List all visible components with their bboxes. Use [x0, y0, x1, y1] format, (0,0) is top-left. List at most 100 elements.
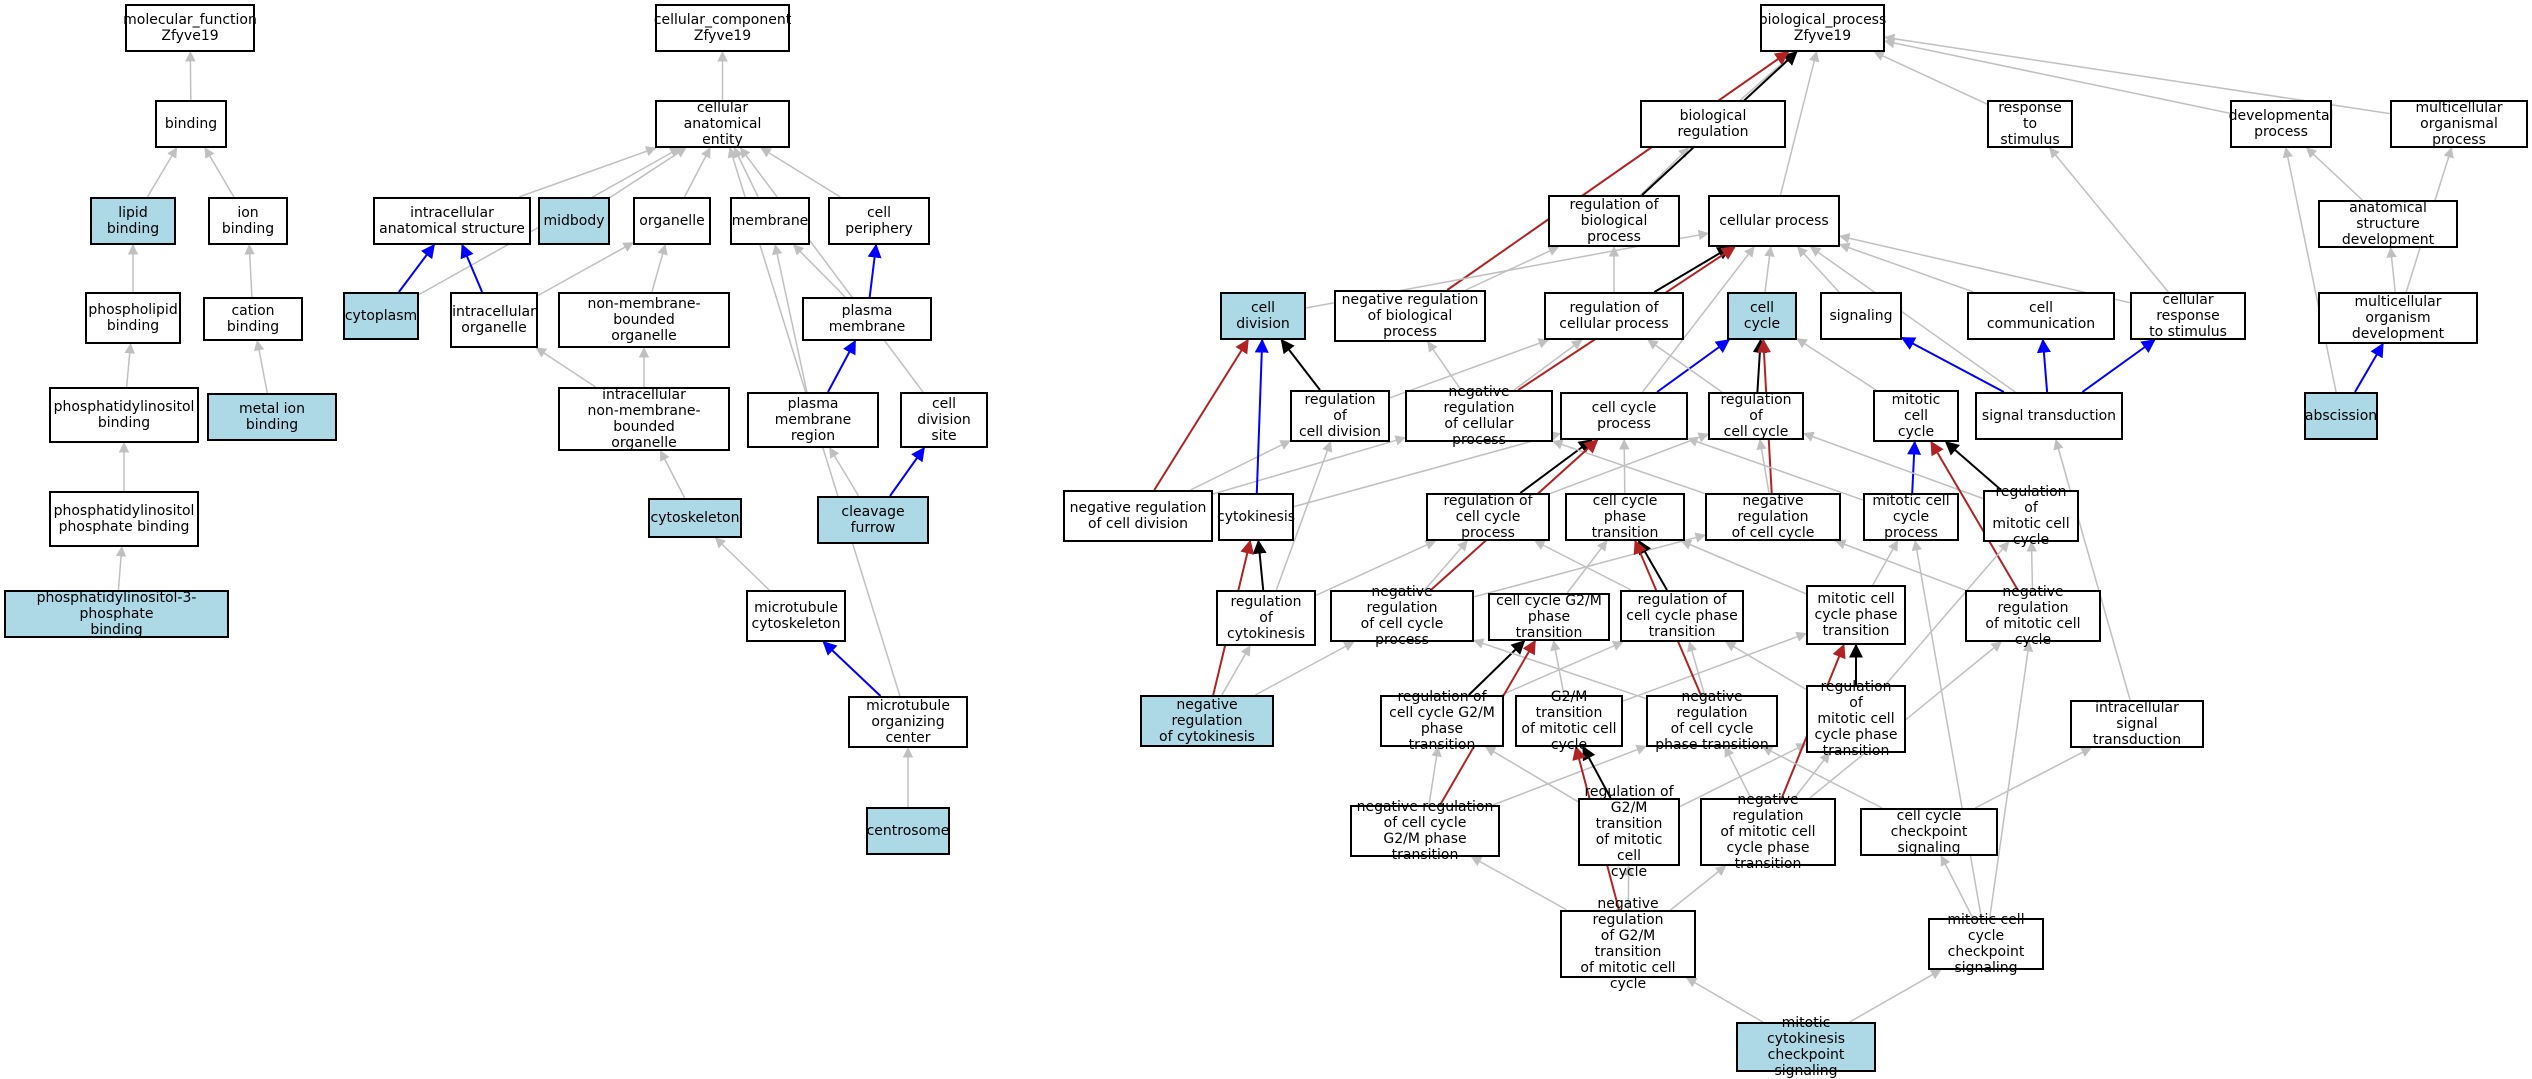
go-term-cell-comm[interactable]: cell communication	[1967, 292, 2115, 340]
go-term-ias[interactable]: intracellular anatomical structure	[373, 197, 531, 245]
go-term-reg-ccpt[interactable]: regulation of cell cycle phase transitio…	[1620, 590, 1744, 642]
go-term-neg-reg-cc[interactable]: negative regulation of cell cycle	[1705, 493, 1841, 541]
edge-regulates	[1282, 340, 1321, 390]
go-term-neg-reg-cytok[interactable]: negative regulation of cytokinesis	[1140, 695, 1274, 747]
edge-part-of	[824, 642, 881, 696]
go-term-ic-nmb-organelle[interactable]: intracellular non-membrane-bounded organ…	[558, 387, 730, 451]
go-term-ptdins-binding[interactable]: phosphatidylinositol binding	[49, 387, 199, 443]
go-term-multi-dev[interactable]: multicellular organism development	[2318, 292, 2478, 344]
edge-is-a	[1550, 434, 1708, 494]
edge-is-a	[127, 344, 131, 387]
edge-is-a	[1535, 541, 1631, 590]
edge-part-of	[1257, 340, 1262, 493]
go-term-g2m[interactable]: cell cycle G2/M phase transition	[1488, 593, 1610, 641]
edge-is-a	[1740, 52, 1795, 100]
go-term-reg-ccp[interactable]: regulation of cell cycle process	[1426, 493, 1550, 541]
edge-is-a	[2056, 440, 2130, 700]
edge-is-a	[830, 448, 859, 496]
go-term-lipid-binding[interactable]: lipid binding	[90, 197, 176, 245]
go-term-cytoskeleton[interactable]: cytoskeleton	[648, 498, 742, 538]
go-term-reg-cc[interactable]: regulation of cell cycle	[1708, 392, 1804, 440]
go-term-reg-cell-proc[interactable]: regulation of cellular process	[1544, 292, 1684, 340]
go-term-ion-binding[interactable]: ion binding	[208, 197, 288, 245]
go-term-reg-bio[interactable]: regulation of biological process	[1548, 195, 1680, 247]
edge-is-a	[1648, 340, 1722, 392]
edge-is-a	[1553, 441, 1705, 493]
go-term-mit-cytok-checkpoint[interactable]: mitotic cytokinesis checkpoint signaling	[1736, 1022, 1876, 1072]
edge-is-a	[1836, 541, 1965, 590]
go-term-ccpt[interactable]: cell cycle phase transition	[1565, 493, 1685, 541]
edge-part-of	[2082, 340, 2154, 392]
go-term-cell-resp[interactable]: cellular response to stimulus	[2130, 292, 2246, 340]
go-term-cc[interactable]: cellular_component Zfyve19	[655, 4, 790, 52]
go-term-g2m-mit[interactable]: G2/M transition of mitotic cell cycle	[1515, 695, 1623, 747]
go-term-cytokinesis[interactable]: cytokinesis	[1218, 493, 1294, 541]
edge-is-a	[1514, 340, 1582, 390]
go-term-neg-reg-cell-div[interactable]: negative regulation of cell division	[1063, 490, 1213, 542]
go-term-membrane[interactable]: membrane	[730, 197, 810, 245]
go-term-dev-proc[interactable]: developmental process	[2230, 100, 2332, 148]
go-term-cae[interactable]: cellular anatomical entity	[655, 100, 790, 148]
go-term-mccpt[interactable]: mitotic cell cycle phase transition	[1806, 585, 1906, 645]
go-term-anat-dev[interactable]: anatomical structure development	[2318, 200, 2458, 248]
go-term-bio-reg[interactable]: biological regulation	[1640, 100, 1786, 148]
edge-is-a	[1765, 247, 1771, 292]
edge-negatively-regulates	[1154, 340, 1248, 490]
go-term-mt-cytoskeleton[interactable]: microtubule cytoskeleton	[746, 590, 846, 642]
go-term-cell-division[interactable]: cell division	[1220, 292, 1306, 340]
go-term-cc-checkpoint[interactable]: cell cycle checkpoint signaling	[1860, 808, 1998, 856]
go-term-signaling[interactable]: signaling	[1820, 292, 1902, 340]
edge-part-of	[2043, 340, 2047, 392]
go-term-neg-reg-g2m[interactable]: negative regulation of cell cycle G2/M p…	[1350, 805, 1500, 857]
go-term-resp-stim[interactable]: response to stimulus	[1987, 100, 2073, 148]
go-term-nmb-organelle[interactable]: non-membrane-bounded organelle	[558, 292, 730, 348]
go-term-ptdins3p-binding[interactable]: phosphatidylinositol-3-phosphate binding	[4, 590, 229, 638]
go-term-neg-reg-mccpt[interactable]: negative regulation of mitotic cell cycl…	[1700, 798, 1836, 866]
go-term-cc-process[interactable]: cell cycle process	[1560, 392, 1688, 440]
go-term-reg-g2m-mit[interactable]: regulation of G2/M transition of mitotic…	[1578, 798, 1680, 866]
go-term-neg-reg-cell-proc[interactable]: negative regulation of cellular process	[1405, 390, 1553, 442]
edge-is-a	[2391, 248, 2396, 292]
go-term-cleavage-furrow[interactable]: cleavage furrow	[817, 496, 929, 544]
edge-is-a	[1726, 642, 1806, 689]
go-term-ic-organelle[interactable]: intracellular organelle	[450, 292, 538, 348]
go-term-cation-binding[interactable]: cation binding	[203, 297, 303, 341]
go-term-reg-g2m[interactable]: regulation of cell cycle G2/M phase tran…	[1380, 695, 1504, 747]
go-term-periphery[interactable]: cell periphery	[828, 197, 930, 245]
go-term-centrosome[interactable]: centrosome	[866, 807, 950, 855]
go-term-reg-mcc[interactable]: regulation of mitotic cell cycle	[1983, 490, 2079, 542]
edge-is-a	[1797, 339, 1876, 390]
go-term-bp[interactable]: biological_process Zfyve19	[1760, 4, 1885, 52]
go-term-phospholipid-binding[interactable]: phospholipid binding	[85, 292, 181, 344]
go-term-neg-reg-ccp[interactable]: negative regulation of cell cycle proces…	[1330, 590, 1474, 642]
go-term-multi-proc[interactable]: multicellular organismal process	[2390, 100, 2528, 148]
go-term-reg-cell-div[interactable]: regulation of cell division	[1290, 390, 1390, 442]
go-term-pm-region[interactable]: plasma membrane region	[747, 392, 879, 448]
go-term-neg-reg-bio[interactable]: negative regulation of biological proces…	[1334, 290, 1486, 342]
go-term-cell-proc[interactable]: cellular process	[1708, 195, 1840, 247]
go-term-sig-trans[interactable]: signal transduction	[1975, 392, 2123, 440]
go-term-organelle[interactable]: organelle	[633, 197, 711, 245]
go-term-mit-cc-checkpoint[interactable]: mitotic cell cycle checkpoint signaling	[1928, 918, 2044, 970]
go-term-binding[interactable]: binding	[155, 100, 227, 148]
go-term-plasma-membrane[interactable]: plasma membrane	[802, 297, 932, 341]
go-term-neg-reg-mcc[interactable]: negative regulation of mitotic cell cycl…	[1965, 590, 2101, 642]
go-term-neg-reg-g2m-mit[interactable]: negative regulation of G2/M transition o…	[1560, 910, 1696, 978]
go-term-mit-cc[interactable]: mitotic cell cycle	[1873, 390, 1959, 442]
edge-part-of	[1912, 442, 1915, 493]
go-term-ptdins-p-binding[interactable]: phosphatidylinositol phosphate binding	[49, 491, 199, 547]
go-term-reg-cytok[interactable]: regulation of cytokinesis	[1216, 590, 1316, 646]
go-term-cell-cycle[interactable]: cell cycle	[1727, 292, 1797, 340]
go-term-ic-sig[interactable]: intracellular signal transduction	[2070, 700, 2204, 748]
go-term-abscission[interactable]: abscission	[2304, 392, 2378, 440]
go-term-div-site[interactable]: cell division site	[900, 392, 988, 448]
go-term-cytoplasm[interactable]: cytoplasm	[343, 292, 419, 340]
go-term-neg-reg-ccpt[interactable]: negative regulation of cell cycle phase …	[1646, 695, 1778, 747]
edge-is-a	[761, 148, 840, 197]
go-term-mccp[interactable]: mitotic cell cycle process	[1863, 493, 1959, 541]
go-term-mf[interactable]: molecular_function Zfyve19	[125, 4, 255, 52]
go-term-mtoc[interactable]: microtubule organizing center	[848, 696, 968, 748]
go-term-metal-ion-binding[interactable]: metal ion binding	[207, 393, 337, 441]
go-term-midbody[interactable]: midbody	[538, 197, 610, 245]
go-term-reg-mccpt[interactable]: regulation of mitotic cell cycle phase t…	[1806, 685, 1906, 753]
